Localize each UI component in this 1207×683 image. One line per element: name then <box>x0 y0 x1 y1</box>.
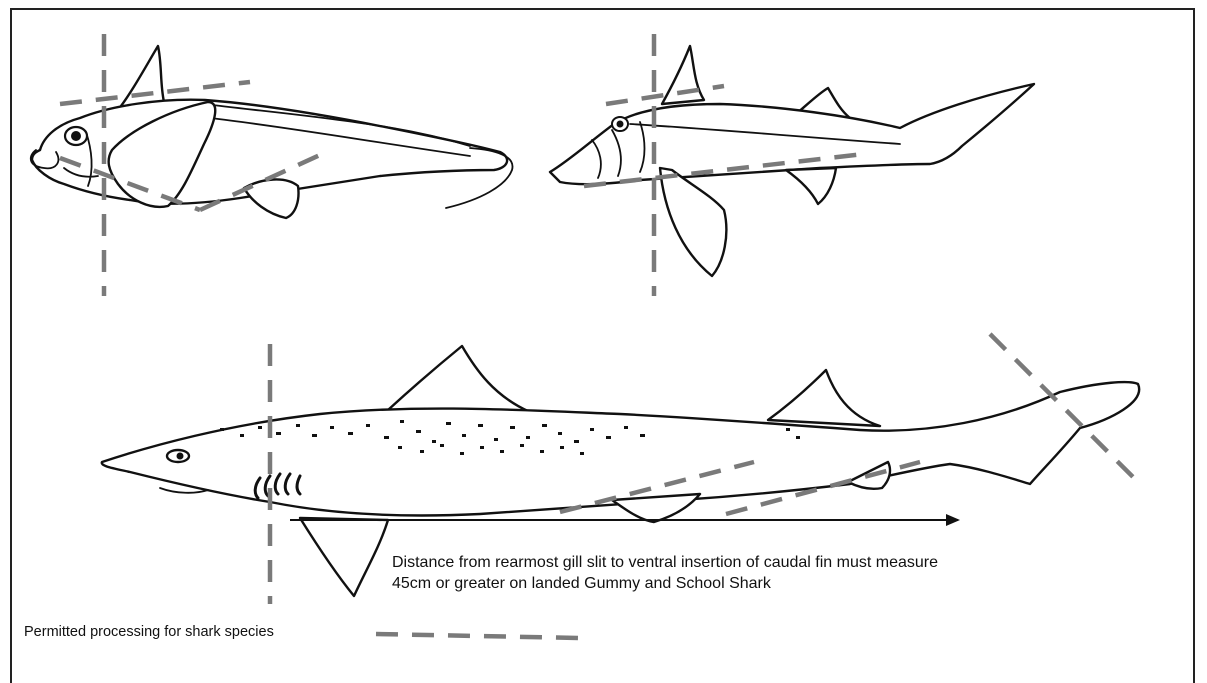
gummy-shark-first-dorsal-fin <box>388 346 530 412</box>
elephant-fish-pupil <box>71 131 81 141</box>
gummy-shark-pectoral-fin <box>300 518 388 596</box>
measurement-note: Distance from rearmost gill slit to vent… <box>392 552 938 594</box>
sawshark-pupil <box>617 121 624 128</box>
gummy-shark-pelvic-fin <box>612 494 700 522</box>
sawshark-first-dorsal-fin <box>662 46 704 104</box>
measurement-note-line-1: Distance from rearmost gill slit to vent… <box>392 552 938 573</box>
gummy-shark-pupil <box>177 453 184 460</box>
measurement-note-line-2: 45cm or greater on landed Gummy and Scho… <box>392 573 938 594</box>
sawshark-pelvic-fin <box>786 168 836 204</box>
sawshark-figure <box>550 46 1034 276</box>
gummy-shark-second-dorsal-fin <box>768 370 880 426</box>
legend-label: Permitted processing for shark species <box>24 624 274 640</box>
sawshark-pectoral-fin <box>660 168 726 276</box>
legend-dashed-line <box>376 634 580 638</box>
